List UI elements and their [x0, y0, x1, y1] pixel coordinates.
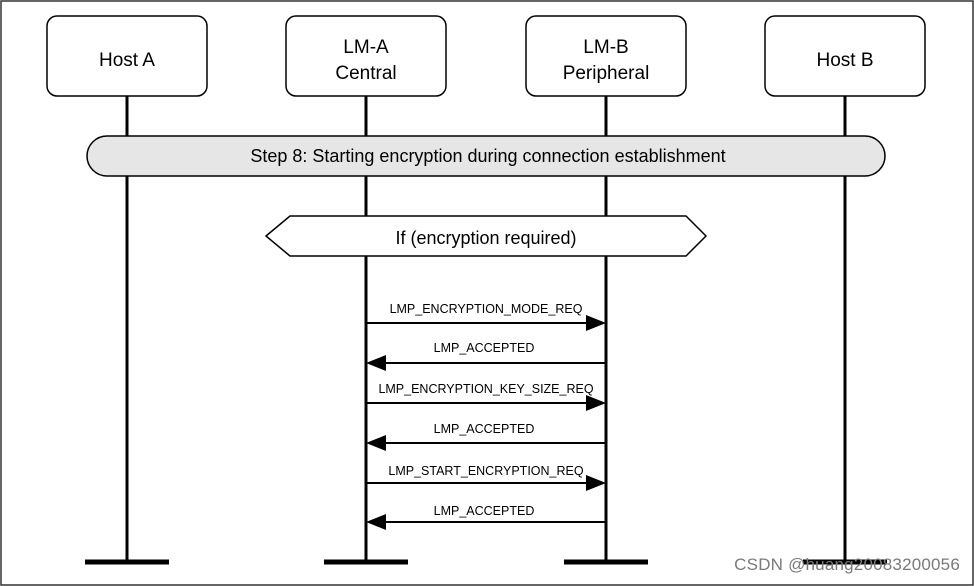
entity-lm-b-label: LM-B [583, 37, 628, 58]
watermark-text: CSDN @huang20083200056 [734, 555, 960, 574]
entity-host-b: Host B [764, 15, 926, 97]
arrowhead-right [586, 395, 606, 411]
arrowhead-left [366, 435, 386, 451]
arrowhead-left [366, 355, 386, 371]
message-4: LMP_ACCEPTED [366, 422, 606, 451]
arrowhead-right [586, 475, 606, 491]
arrowhead-left [366, 514, 386, 530]
entity-lm-b-role: Peripheral [563, 63, 650, 84]
message-label: LMP_ENCRYPTION_KEY_SIZE_REQ [378, 382, 593, 396]
entity-host-a: Host A [46, 15, 208, 97]
message-1: LMP_ENCRYPTION_MODE_REQ [366, 302, 606, 331]
step-banner-text: Step 8: Starting encryption during conne… [250, 146, 725, 166]
message-label: LMP_ACCEPTED [434, 504, 535, 518]
message-label: LMP_ACCEPTED [434, 422, 535, 436]
message-label: LMP_START_ENCRYPTION_REQ [388, 464, 583, 478]
condition-text: If (encryption required) [395, 228, 576, 248]
message-2: LMP_ACCEPTED [366, 341, 606, 371]
message-label: LMP_ENCRYPTION_MODE_REQ [390, 302, 583, 316]
message-6: LMP_ACCEPTED [366, 504, 606, 530]
message-label: LMP_ACCEPTED [434, 341, 535, 355]
entity-lm-a-label: LM-A [343, 37, 389, 58]
entity-lm-b: LM-B Peripheral [525, 15, 687, 97]
message-3: LMP_ENCRYPTION_KEY_SIZE_REQ [366, 382, 606, 411]
message-5: LMP_START_ENCRYPTION_REQ [366, 464, 606, 491]
step-banner: Step 8: Starting encryption during conne… [86, 135, 886, 177]
entity-host-a-label: Host A [99, 50, 155, 71]
arrowhead-right [586, 315, 606, 331]
entity-lm-a: LM-A Central [285, 15, 447, 97]
entity-lm-a-role: Central [335, 63, 396, 84]
entity-host-b-label: Host B [816, 50, 873, 71]
condition-block: If (encryption required) [264, 215, 708, 257]
